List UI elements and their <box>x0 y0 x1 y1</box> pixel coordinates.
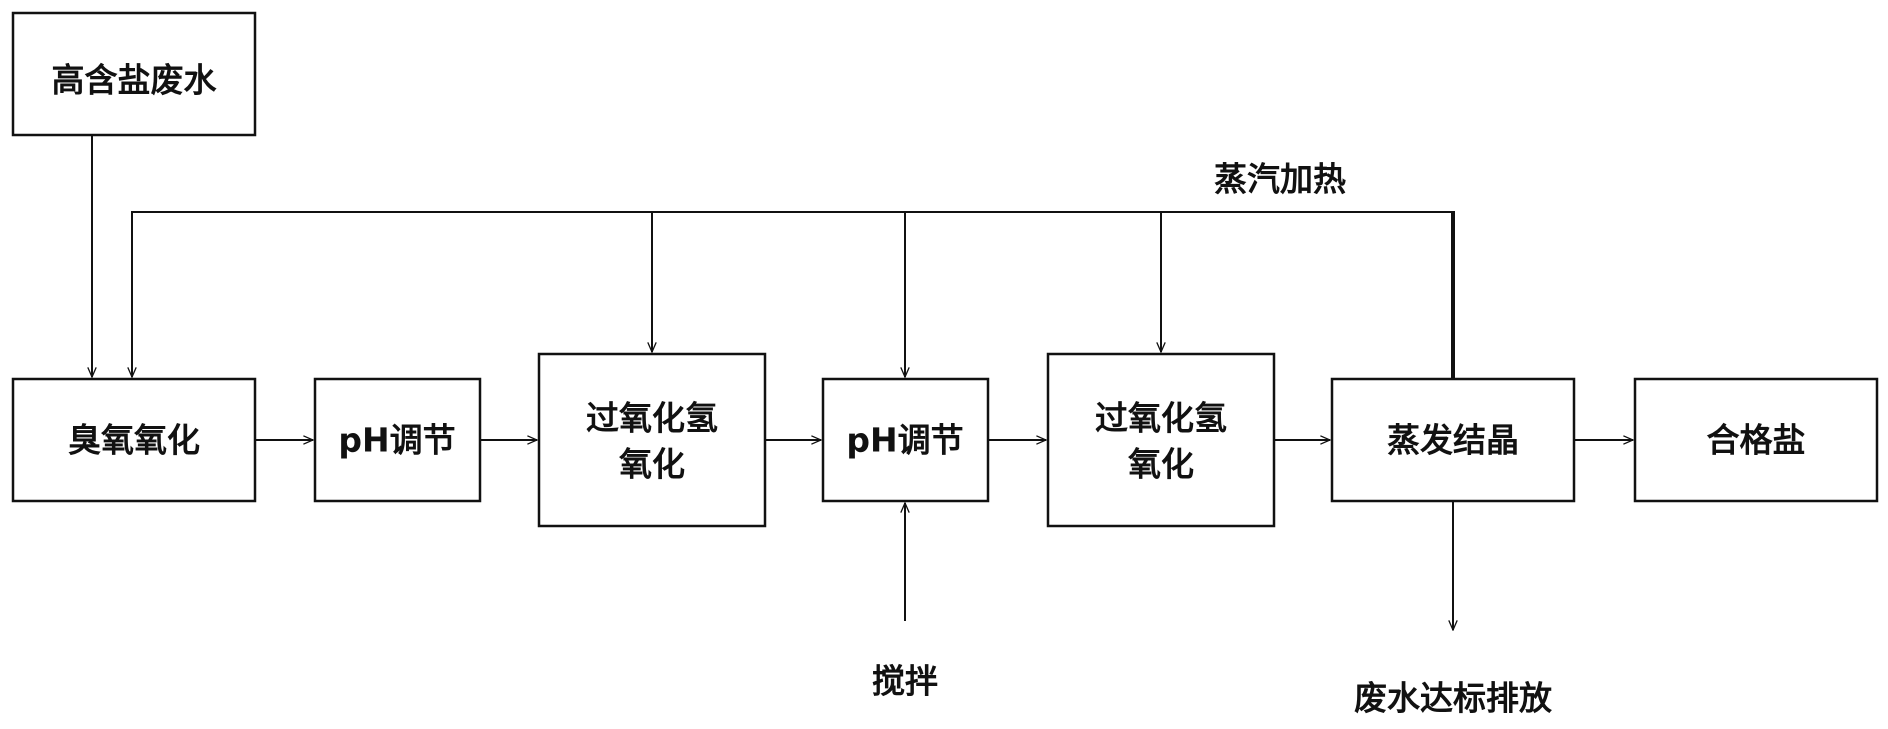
node-ph-adjust-2-label: pH调节 <box>846 421 963 460</box>
node-qualified-salt-label: 合格盐 <box>1707 421 1806 460</box>
node-evaporative-crystallization: 蒸发结晶 <box>1330 377 1576 503</box>
node-ph-adjust-1: pH调节 <box>313 377 482 503</box>
stirring-label: 搅拌 <box>872 662 938 701</box>
steam-heating-label: 蒸汽加热 <box>1214 160 1346 199</box>
node-qualified-salt: 合格盐 <box>1633 377 1879 503</box>
node-high-salt-wastewater: 高含盐废水 <box>11 11 257 137</box>
node-peroxide-oxidation-1-label-line1: 过氧化氢 <box>586 399 718 438</box>
node-high-salt-wastewater-label: 高含盐废水 <box>52 61 218 100</box>
node-peroxide-oxidation-2-label-line1: 过氧化氢 <box>1095 399 1227 438</box>
node-evaporative-crystallization-label: 蒸发结晶 <box>1387 421 1519 460</box>
node-peroxide-oxidation-1: 过氧化氢 氧化 <box>537 352 767 528</box>
node-ph-adjust-1-label: pH调节 <box>338 421 455 460</box>
node-peroxide-oxidation-2: 过氧化氢 氧化 <box>1046 352 1276 528</box>
node-ozone-oxidation: 臭氧氧化 <box>11 377 257 503</box>
node-peroxide-oxidation-2-label-line2: 氧化 <box>1128 445 1194 484</box>
node-peroxide-oxidation-1-label-line2: 氧化 <box>619 445 685 484</box>
node-ph-adjust-2: pH调节 <box>821 377 990 503</box>
node-ozone-oxidation-label: 臭氧氧化 <box>68 421 200 460</box>
wastewater-discharge-label: 废水达标排放 <box>1354 679 1553 718</box>
